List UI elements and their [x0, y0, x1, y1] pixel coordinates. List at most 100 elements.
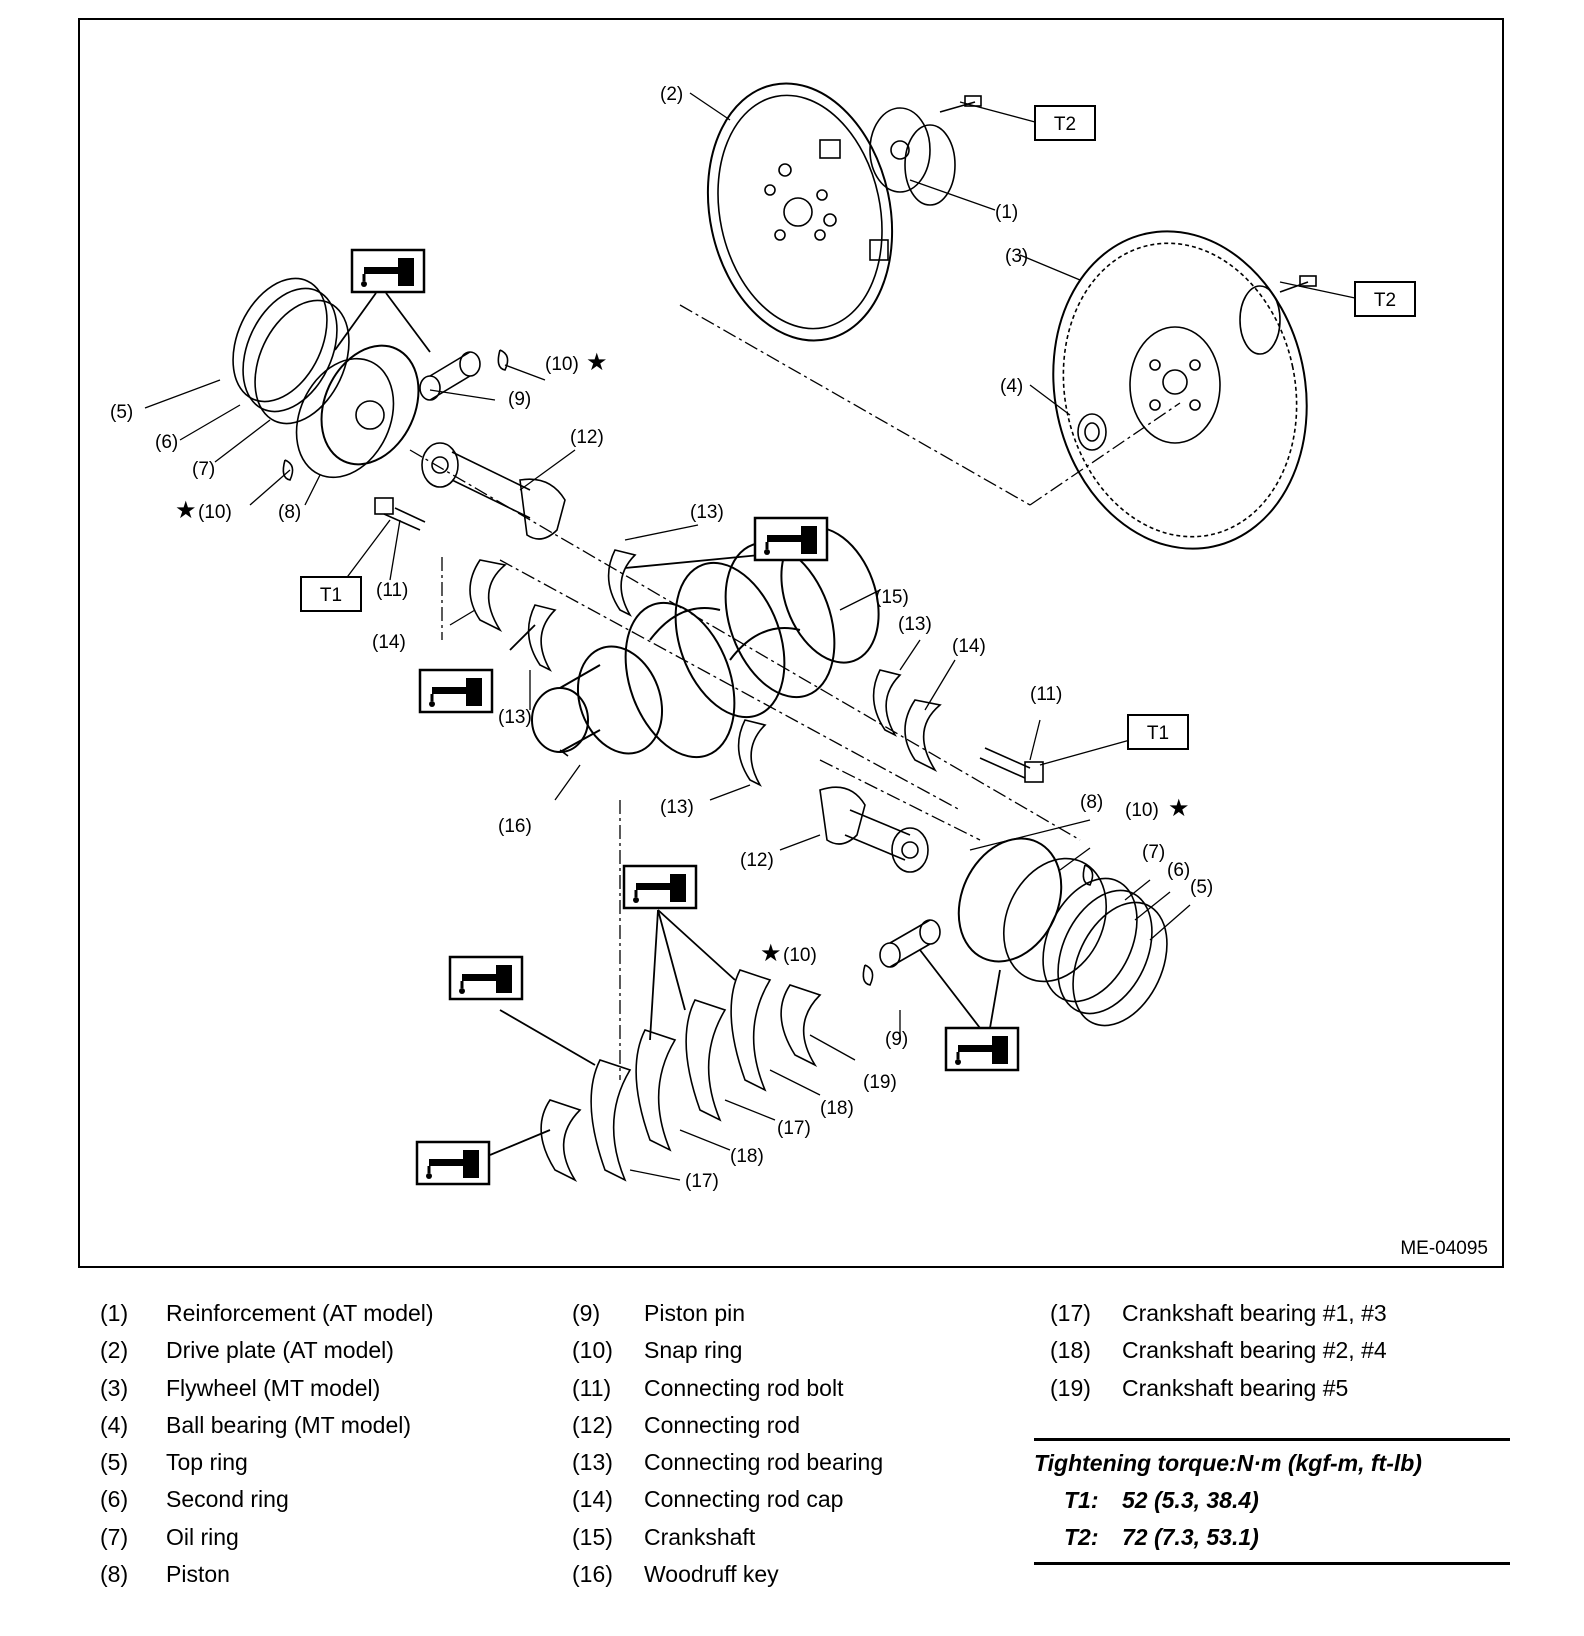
- legend-number: (7): [100, 1523, 129, 1550]
- callout-7-left: (7): [192, 459, 215, 480]
- callout-5-right: (5): [1190, 877, 1213, 898]
- torque-box-t1-right: T1: [1147, 723, 1169, 744]
- legend-number: (1): [100, 1300, 129, 1326]
- torque-title: Tightening torque:N·m (kgf-m, ft-lb): [1034, 1450, 1422, 1476]
- oil-icon-1: [350, 248, 426, 294]
- callout-3: (3): [1005, 246, 1028, 267]
- legend-number: (6): [100, 1486, 129, 1513]
- callout-14-left: (14): [372, 632, 406, 653]
- callout-18-left: (18): [730, 1146, 764, 1167]
- callout-1: (1): [995, 202, 1018, 223]
- torque-label: T1:: [1064, 1487, 1099, 1513]
- legend-number: (15): [572, 1523, 613, 1550]
- callout-13-top: (13): [690, 502, 724, 523]
- legend-text: Crankshaft bearing #1, #3: [1122, 1300, 1387, 1326]
- legend-text: Drive plate (AT model): [166, 1337, 394, 1364]
- snap-ring-top: [497, 349, 509, 371]
- star-left: ★: [175, 497, 197, 524]
- legend-text: Crankshaft bearing #5: [1122, 1374, 1349, 1401]
- crankshaft-part: [531, 526, 880, 759]
- star-top: ★: [586, 349, 608, 376]
- legend-number: (13): [572, 1449, 613, 1476]
- callout-13-right: (13): [898, 614, 932, 635]
- legend-number: (4): [100, 1411, 129, 1438]
- callout-6-right: (6): [1167, 860, 1190, 881]
- legend-text: Flywheel (MT model): [166, 1374, 381, 1401]
- reinforcement-part: [869, 95, 982, 206]
- right-piston-rings: [1042, 877, 1168, 1027]
- right-rod-cap: [904, 699, 942, 772]
- legend-text: Reinforcement (AT model): [166, 1300, 434, 1326]
- upper-connecting-rod: [421, 442, 566, 540]
- oil-icon-3: [418, 668, 494, 714]
- legend-number: (17): [1050, 1300, 1091, 1326]
- legend-number: (14): [572, 1486, 613, 1513]
- callout-10-top: (10): [545, 354, 579, 375]
- left-piston-rings: [232, 277, 350, 425]
- legend-text: Woodruff key: [644, 1561, 779, 1588]
- callout-10-right: (10): [1125, 800, 1159, 821]
- ball-bearing-part: [1077, 413, 1107, 451]
- callout-8-left: (8): [278, 502, 301, 523]
- callout-18-right: (18): [820, 1098, 854, 1119]
- legend-text: Piston pin: [644, 1300, 746, 1326]
- callout-19: (19): [863, 1072, 897, 1093]
- legend-text: Connecting rod: [644, 1411, 800, 1438]
- callout-8-right: (8): [1080, 792, 1103, 813]
- legend-text: Crankshaft: [644, 1523, 756, 1550]
- torque-box-t2-top: T2: [1054, 114, 1076, 135]
- right-piston-part: [957, 837, 1108, 983]
- woodruff-key: [559, 749, 569, 757]
- crankshaft-bearings: [540, 969, 822, 1182]
- oil-icon-2: [753, 516, 829, 562]
- legend-number: (9): [572, 1300, 601, 1326]
- callout-10-bottom: (10): [783, 945, 817, 966]
- legend-text: Ball bearing (MT model): [166, 1411, 412, 1438]
- torque-row-t1: T1:52 (5.3, 38.4): [1034, 1482, 1510, 1519]
- star-bottom: ★: [760, 940, 782, 967]
- callout-9-bottom: (9): [885, 1029, 908, 1050]
- callout-13-left: (13): [498, 707, 532, 728]
- callout-16: (16): [498, 816, 532, 837]
- callout-6-left: (6): [155, 432, 178, 453]
- callout-2: (2): [660, 84, 683, 105]
- left-piston-pin: [419, 351, 481, 401]
- legend-text: Piston: [166, 1561, 230, 1588]
- callout-9-top: (9): [508, 389, 531, 410]
- callout-17-right: (17): [777, 1118, 811, 1139]
- legend-text: Crankshaft bearing #2, #4: [1122, 1337, 1387, 1364]
- torque-label: T2:: [1064, 1524, 1099, 1550]
- oil-icon-7: [944, 1026, 1020, 1072]
- legend-text: Oil ring: [166, 1523, 239, 1550]
- callout-15: (15): [875, 587, 909, 608]
- legend-number: (16): [572, 1561, 613, 1588]
- legend-number: (3): [100, 1374, 129, 1401]
- oil-icon-4: [622, 864, 698, 910]
- callout-13-bottom: (13): [660, 797, 694, 818]
- legend-number: (12): [572, 1411, 613, 1438]
- torque-row-t2: T2:72 (7.3, 53.1): [1034, 1519, 1510, 1556]
- callout-7-right: (7): [1142, 842, 1165, 863]
- callout-11-left: (11): [376, 580, 408, 601]
- legend-text: Connecting rod bolt: [644, 1374, 844, 1401]
- legend-number: (5): [100, 1449, 129, 1476]
- legend-text: Snap ring: [644, 1337, 743, 1364]
- legend-number: (19): [1050, 1374, 1091, 1401]
- exploded-view-diagram: T2 T2 T1 T1 (2) (1) (3) (4) (5) (6) (7) …: [78, 18, 1504, 1268]
- left-rod-cap: [469, 559, 507, 632]
- callout-5-left: (5): [110, 402, 133, 423]
- legend-text: Second ring: [166, 1486, 289, 1513]
- callout-4: (4): [1000, 376, 1023, 397]
- callout-17-left: (17): [685, 1171, 719, 1192]
- legend-text: Top ring: [166, 1449, 248, 1476]
- callout-12-bottom: (12): [740, 850, 774, 871]
- left-rod-bolt: [374, 497, 426, 531]
- callout-14-right: (14): [952, 636, 986, 657]
- callout-11-right: (11): [1030, 684, 1062, 705]
- left-piston-part: [295, 344, 420, 479]
- callout-12-top: (12): [570, 427, 604, 448]
- legend-number: (11): [572, 1374, 612, 1401]
- right-rod-bolt: [979, 747, 1044, 783]
- drive-plate-part: [706, 82, 894, 342]
- lower-connecting-rod: [819, 786, 929, 873]
